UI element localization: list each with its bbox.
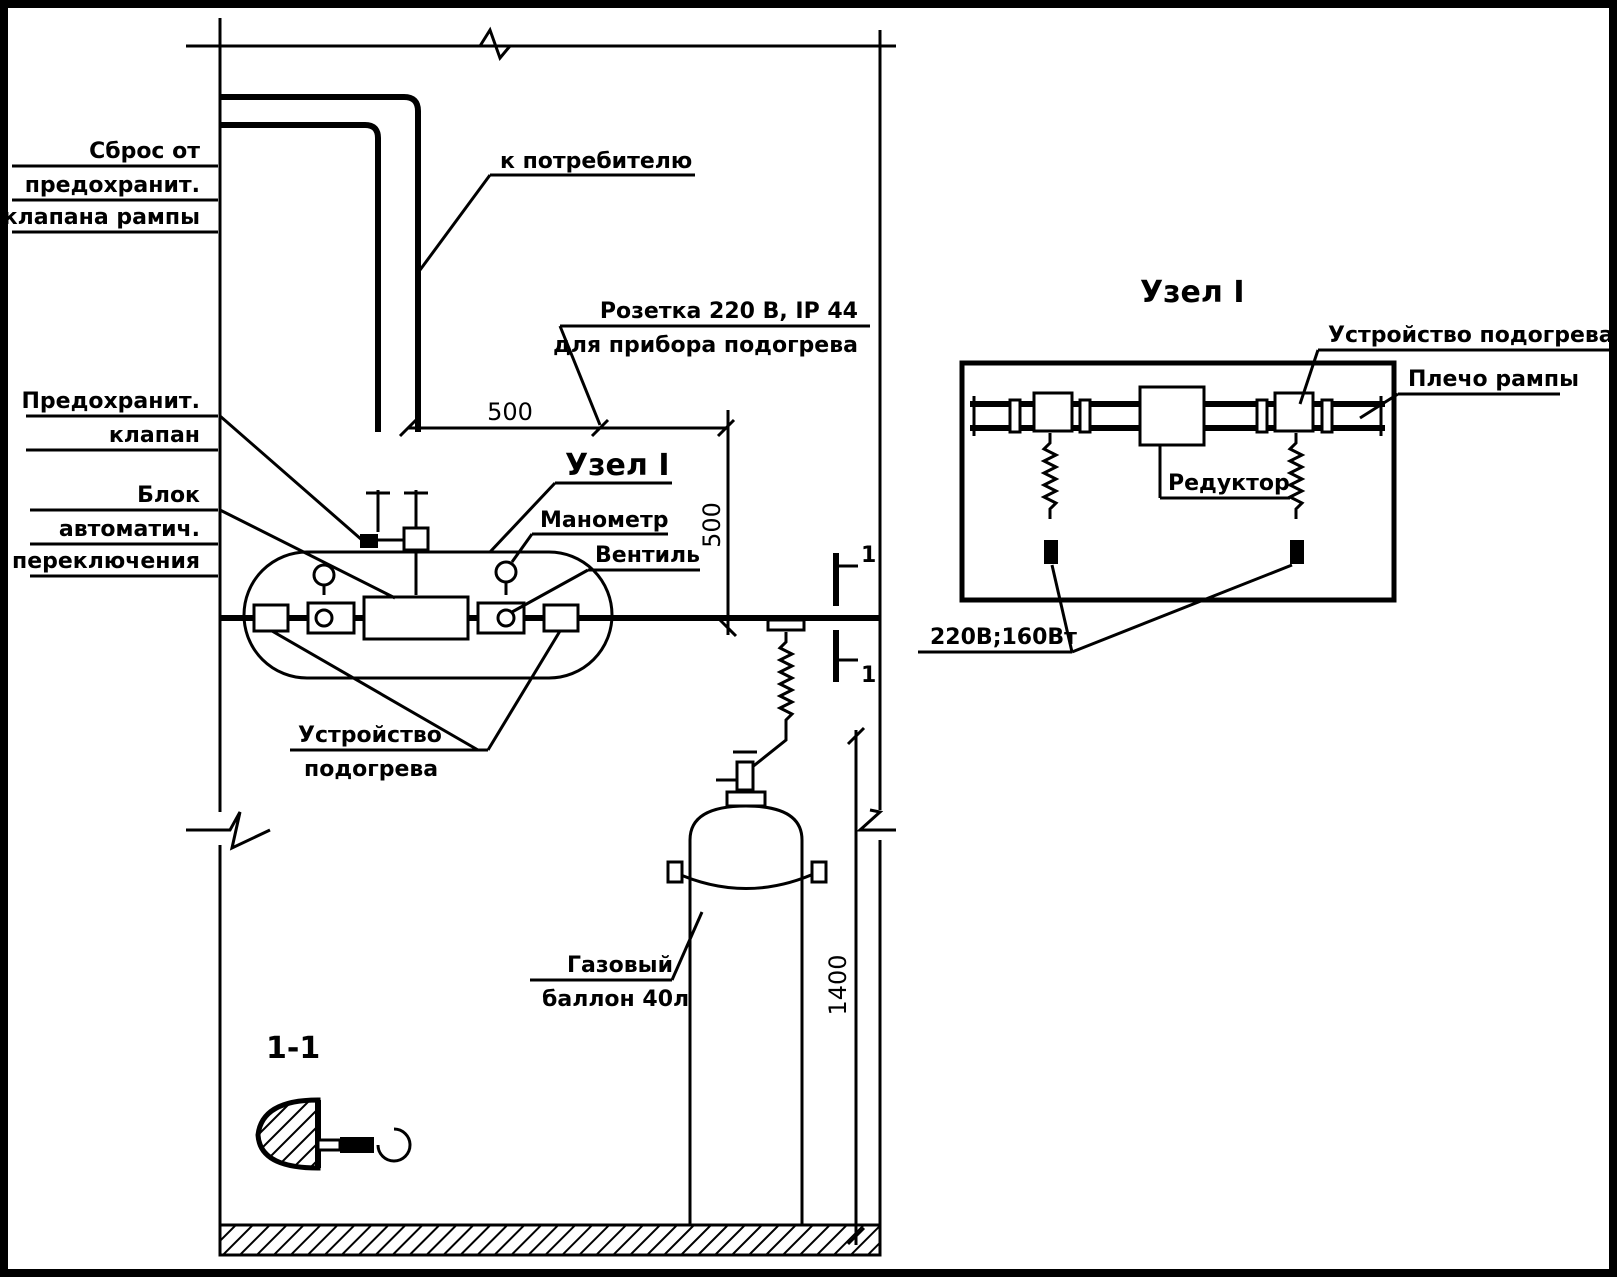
- detail-heater-label: Устройство подогрева: [1328, 323, 1614, 348]
- manometer-label: Манометр: [510, 508, 668, 563]
- heater-label-2: подогрева: [304, 757, 438, 782]
- block-label-2: автоматич.: [59, 517, 200, 542]
- detail-arm-label: Плечо рампы: [1408, 367, 1579, 392]
- consumer-label-text: к потребителю: [500, 149, 692, 174]
- relief-label-3: клапана рампы: [3, 205, 200, 230]
- dimension-500-horizontal: 500: [398, 398, 736, 438]
- manometer-icon: [494, 560, 518, 584]
- detail-fitting-1: [1008, 398, 1022, 434]
- valve-label: Вентиль: [511, 543, 700, 614]
- section-1-1: 1-1: [255, 1031, 412, 1171]
- dimension-500-horizontal-text: 500: [487, 398, 533, 426]
- safety-valve-label: Предохранит. клапан: [22, 389, 363, 542]
- vertical-pipes: [220, 94, 421, 432]
- section-wall-hatch: [255, 1097, 321, 1171]
- socket-label-2: для прибора подогрева: [553, 333, 858, 358]
- detail-title: Узел I: [1140, 275, 1245, 310]
- hose-connector: [766, 618, 806, 632]
- section-hook: [376, 1127, 412, 1163]
- node-label-text: Узел I: [565, 448, 670, 483]
- chain-right: [810, 860, 828, 884]
- safety-valve-label-2: клапан: [109, 423, 200, 448]
- detail-heater-right: [1273, 391, 1315, 433]
- switch-block: [362, 595, 470, 641]
- heater-label: Устройство подогрева: [271, 629, 562, 782]
- safety-valve-label-1: Предохранит.: [22, 389, 200, 414]
- detail-cord-right: [1286, 433, 1306, 519]
- consumer-label: к потребителю: [418, 149, 695, 271]
- detail-frame: [959, 360, 1397, 603]
- valve-label-text: Вентиль: [595, 543, 700, 568]
- cylinder-label: Газовый баллон 40л: [530, 911, 704, 1012]
- relief-label-1: Сброс от: [89, 139, 200, 164]
- valve-icon: [496, 608, 516, 628]
- detail-fitting-4: [1320, 398, 1334, 434]
- dimension-500-vertical: 500: [698, 410, 738, 638]
- detail-plug-left: [1044, 540, 1058, 564]
- detail-heater-left: [1032, 391, 1074, 433]
- dimension-500-vertical-text: 500: [698, 502, 726, 548]
- safety-valve-outlet: [360, 534, 378, 548]
- manometer-label-text: Манометр: [540, 508, 668, 533]
- detail-fitting-2: [1078, 398, 1092, 434]
- detail-plug-right: [1290, 540, 1304, 564]
- flexible-hose: [716, 632, 796, 782]
- safety-valve: [402, 526, 430, 552]
- relief-label-2: предохранит.: [25, 173, 200, 198]
- detail-node: Узел I Устройство подогрева Плечо рампы …: [918, 275, 1614, 654]
- chain-left: [666, 860, 684, 884]
- block-label-1: Блок: [137, 483, 200, 508]
- block-label: Блок автоматич. переключения: [12, 483, 396, 600]
- node-outline: [242, 550, 614, 680]
- socket-label-1: Розетка 220 В, IP 44: [600, 299, 858, 324]
- detail-power-label: 220В;160Вт: [930, 625, 1077, 650]
- dimension-1400-text: 1400: [824, 954, 852, 1015]
- section-bracket: [316, 1138, 342, 1152]
- section-mark-top-text: 1: [861, 543, 876, 568]
- cylinder-label-1: Газовый: [567, 953, 673, 978]
- detail-reducer: [1138, 385, 1206, 447]
- detail-cord-left: [1040, 433, 1060, 519]
- section-clamp: [340, 1137, 374, 1153]
- floor-hatch: [218, 1223, 882, 1257]
- section-mark-bottom-text: 1: [861, 663, 876, 688]
- socket-label: Розетка 220 В, IP 44 для прибора подогре…: [553, 299, 870, 426]
- heater-box-left: [252, 603, 290, 633]
- relief-label: Сброс от предохранит. клапана рампы: [3, 139, 218, 234]
- node-label: Узел I: [488, 448, 672, 554]
- detail-fitting-3: [1255, 398, 1269, 434]
- block-label-3: переключения: [12, 549, 200, 574]
- cylinder-label-2: баллон 40л: [542, 987, 689, 1012]
- cylinder-neck: [725, 790, 767, 808]
- section-mark: 1 1: [833, 543, 876, 688]
- cylinder-valve: [735, 760, 755, 792]
- dimension-1400: 1400: [824, 726, 866, 1246]
- gas-cylinder: [666, 618, 828, 1227]
- manometer-left-icon: [312, 563, 336, 587]
- section-1-1-title: 1-1: [266, 1031, 320, 1066]
- cylinder-body: [688, 804, 804, 1227]
- heater-box-right: [542, 603, 580, 633]
- heater-label-1: Устройство: [298, 723, 442, 748]
- room-walls: [186, 18, 896, 1257]
- valve-left-icon: [314, 608, 334, 628]
- detail-reducer-label: Редуктор: [1168, 471, 1290, 496]
